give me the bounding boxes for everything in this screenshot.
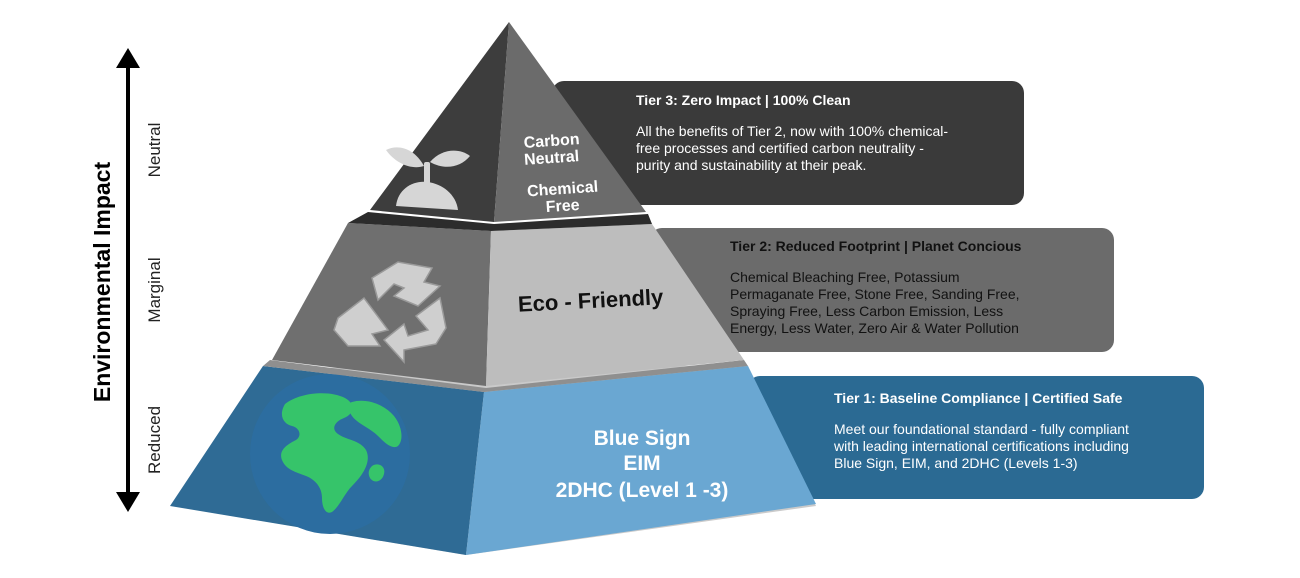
tier2-description: Tier 2: Reduced Footprint | Planet Conci…	[650, 228, 1114, 352]
tier3-pyramid-label: Neutral	[524, 148, 580, 169]
tier2-desc-line: Chemical Bleaching Free, Potassium	[730, 269, 960, 285]
tier2-desc-line: Spraying Free, Less Carbon Emission, Les…	[730, 303, 1003, 319]
tier3-desc-line: All the benefits of Tier 2, now with 100…	[636, 123, 948, 139]
tier2-desc-line: Energy, Less Water, Zero Air & Water Pol…	[730, 320, 1019, 336]
earth-globe-icon	[250, 374, 410, 534]
arrow-down-icon	[116, 492, 140, 512]
axis-title: Environmental Impact	[89, 162, 115, 403]
tier1-description: Tier 1: Baseline Compliance | Certified …	[748, 376, 1204, 499]
tier2-desc-line: Permaganate Free, Stone Free, Sanding Fr…	[730, 286, 1020, 302]
tier2-right-face	[486, 224, 744, 386]
pyramid-tier3: Carbon Neutral Chemical Free	[348, 22, 652, 231]
impact-axis: Environmental Impact Neutral Marginal Re…	[89, 48, 164, 512]
tier1-desc-line: Meet our foundational standard - fully c…	[834, 421, 1129, 437]
tier3-desc-line: purity and sustainability at their peak.	[636, 157, 866, 173]
tier1-pyramid-label: EIM	[623, 452, 660, 475]
tier2-shadow	[263, 360, 748, 392]
tier2-box	[650, 228, 1114, 352]
tier3-description: Tier 3: Zero Impact | 100% Clean All the…	[552, 81, 1024, 205]
tier3-heading: Tier 3: Zero Impact | 100% Clean	[636, 92, 851, 108]
tier1-pyramid-label: Blue Sign	[594, 427, 691, 450]
tier1-heading: Tier 1: Baseline Compliance | Certified …	[834, 390, 1123, 406]
tier2-heading: Tier 2: Reduced Footprint | Planet Conci…	[730, 238, 1022, 254]
tier3-left-face	[370, 22, 509, 222]
tier3-pyramid-label: Carbon	[523, 131, 580, 152]
axis-level-reduced: Reduced	[145, 406, 164, 474]
axis-level-marginal: Marginal	[145, 257, 164, 322]
tier1-desc-line: with leading international certification…	[833, 438, 1129, 454]
tier3-box	[552, 81, 1024, 205]
tier1-desc-line: Blue Sign, EIM, and 2DHC (Levels 1-3)	[834, 455, 1078, 471]
tier3-shadow	[348, 212, 652, 231]
arrow-up-icon	[116, 48, 140, 68]
tier3-pyramid-label: Chemical	[527, 179, 599, 201]
tier3-right-face	[494, 22, 646, 222]
sprout-icon	[386, 147, 470, 210]
pyramid-tier1: Blue Sign EIM 2DHC (Level 1 -3)	[170, 366, 816, 555]
pyramid-tier2: Eco - Friendly	[263, 223, 748, 392]
axis-level-neutral: Neutral	[145, 123, 164, 178]
recycle-icon	[333, 261, 447, 364]
tier3-desc-line: free processes and certified carbon neut…	[636, 140, 924, 156]
tier1-box	[748, 376, 1204, 499]
tier2-left-face	[272, 223, 491, 386]
tier1-right-face	[466, 366, 816, 555]
tier3-pyramid-label: Free	[545, 197, 580, 216]
tier1-pyramid-label: 2DHC (Level 1 -3)	[556, 479, 729, 502]
